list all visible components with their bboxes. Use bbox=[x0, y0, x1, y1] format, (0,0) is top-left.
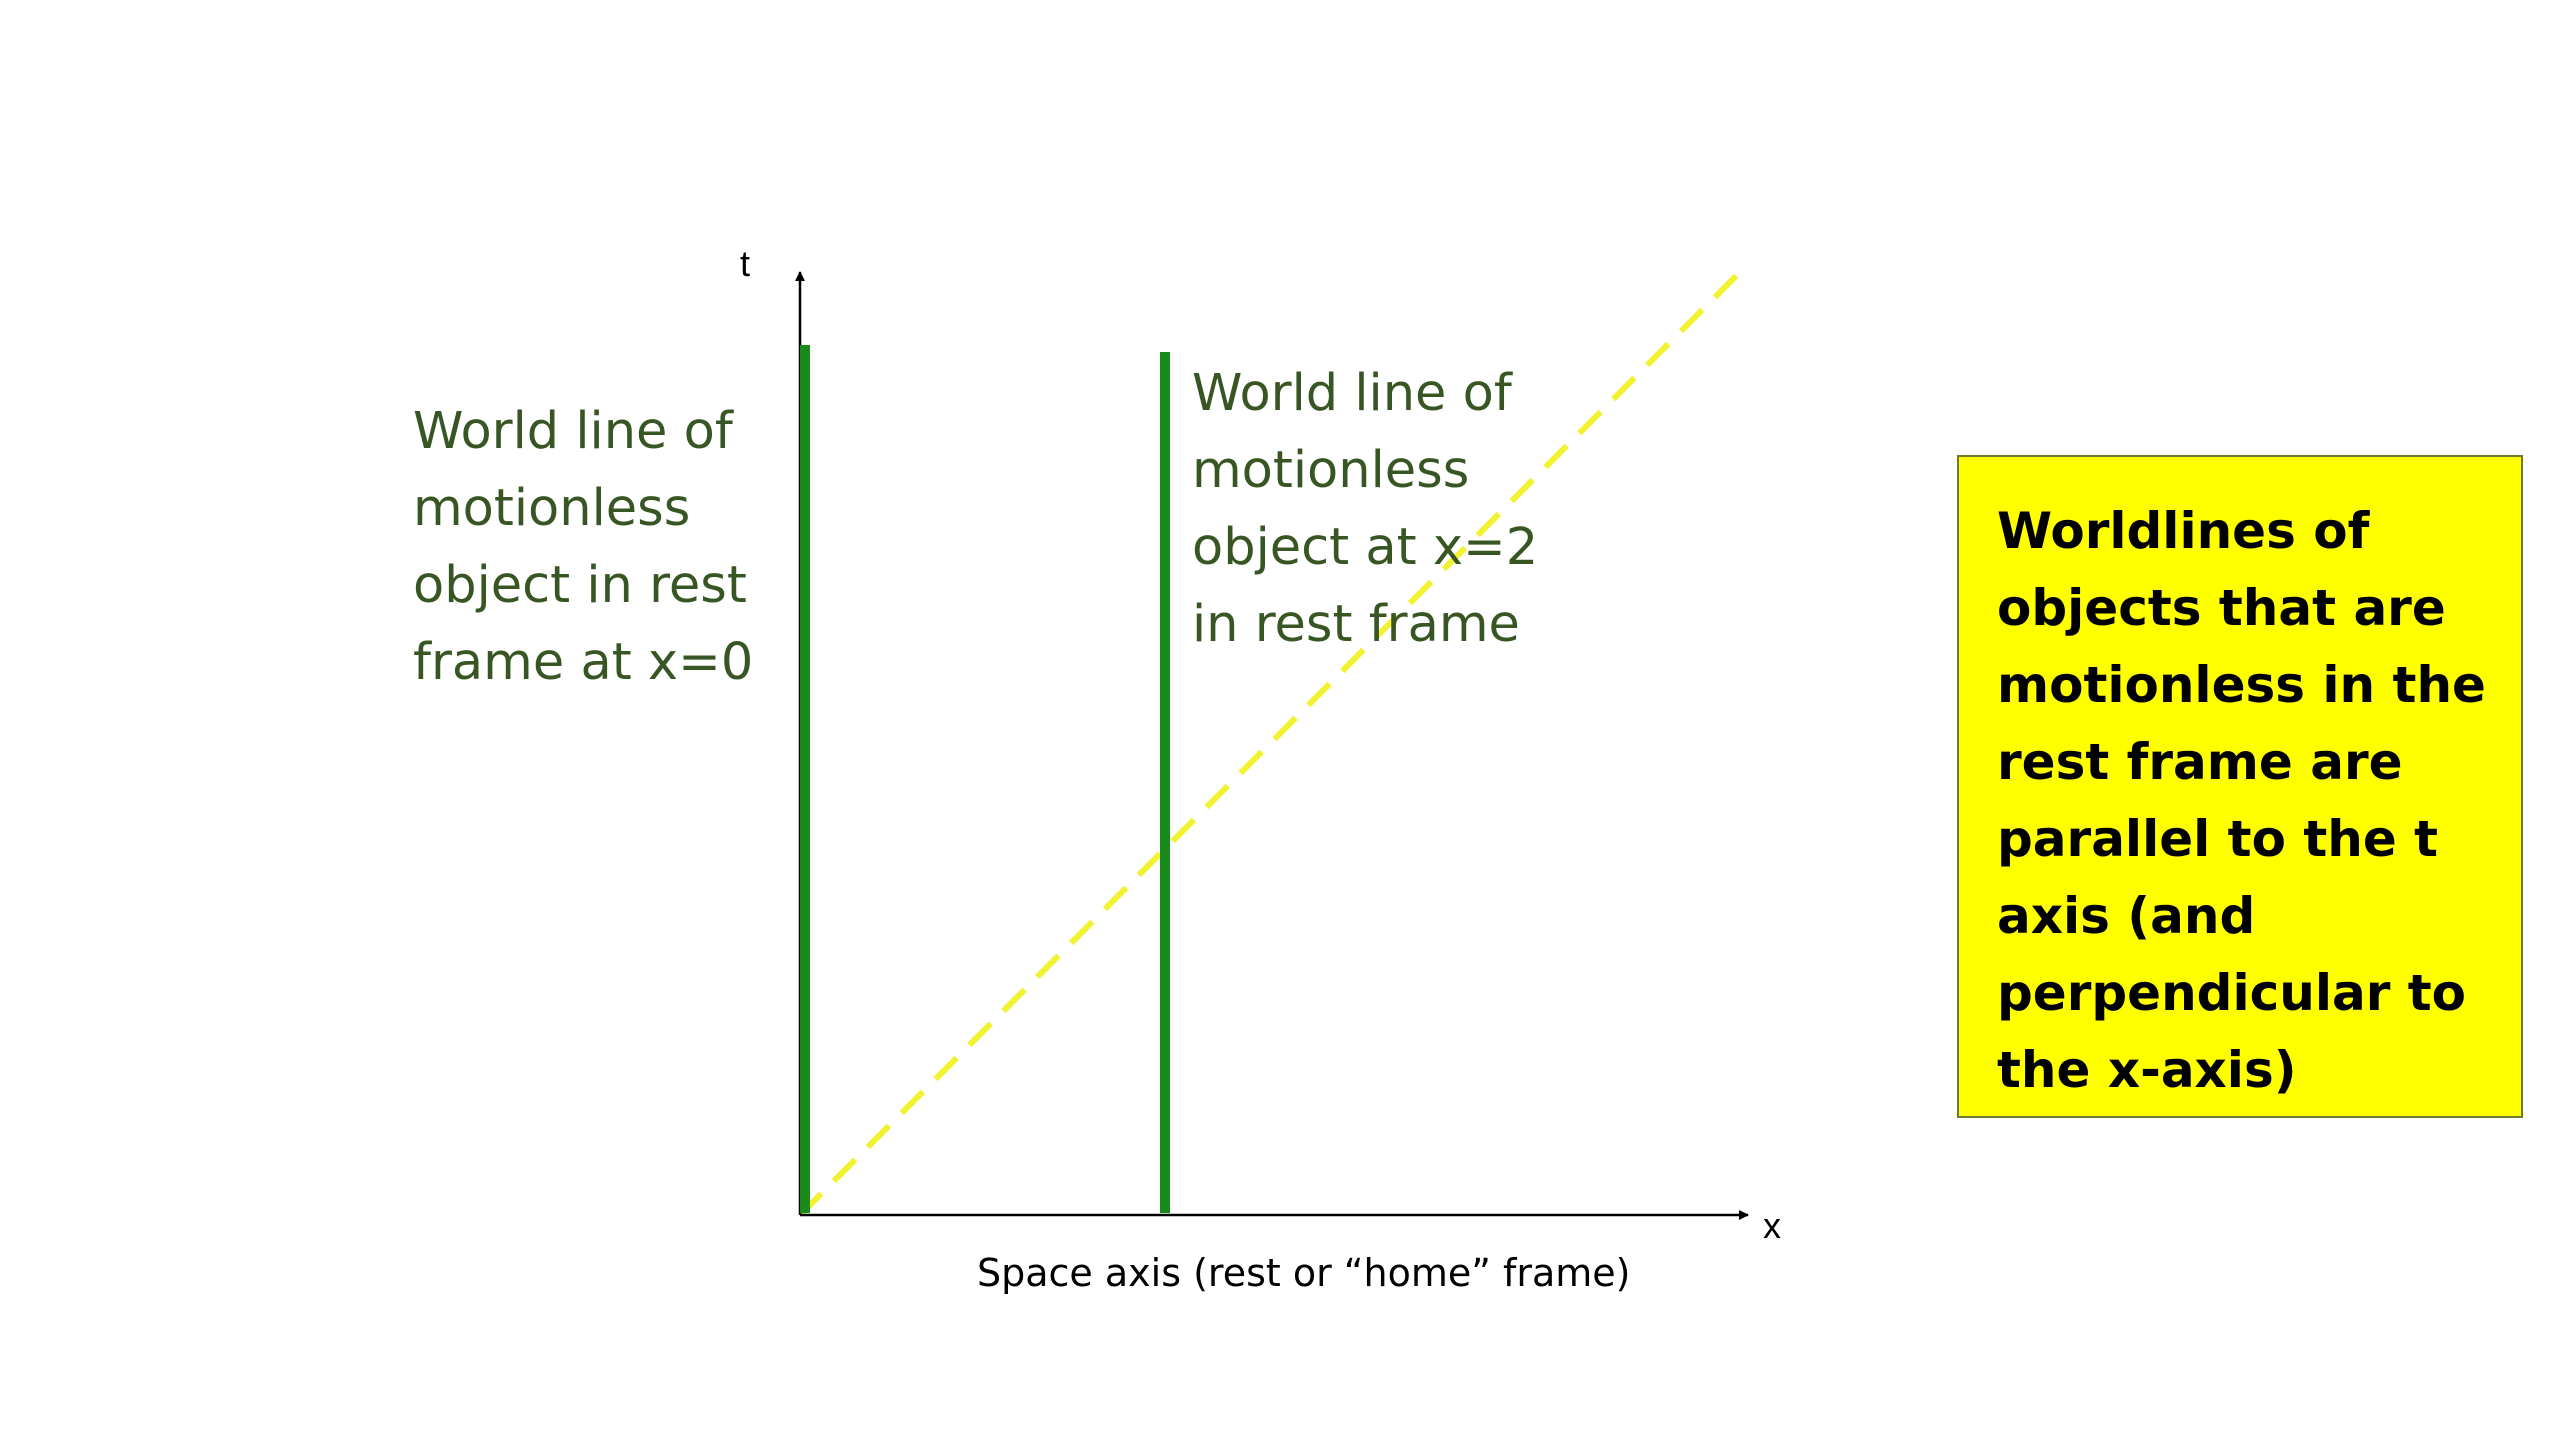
worldline-x2-label-line: motionless bbox=[1192, 441, 1470, 500]
note-line: rest frame are bbox=[1997, 733, 2403, 791]
worldline-x2-label-line: in rest frame bbox=[1192, 595, 1520, 654]
worldline-x0-label-line: object in rest bbox=[413, 556, 747, 615]
light-line bbox=[797, 267, 1745, 1218]
worldline-x2-label: World line of motionless object at x=2 i… bbox=[1192, 355, 1538, 663]
worldline-x2-label-line: object at x=2 bbox=[1192, 518, 1539, 577]
t-axis-label: t bbox=[740, 243, 751, 284]
note-line: objects that are bbox=[1997, 579, 2446, 637]
worldline-x2-label-line: World line of bbox=[1192, 364, 1512, 423]
worldline-x0-label-line: frame at x=0 bbox=[413, 633, 754, 692]
note-line: axis (and bbox=[1997, 887, 2256, 945]
x-axis-caption: Space axis (rest or “home” frame) bbox=[977, 1251, 1631, 1295]
worldline-x0-label-line: motionless bbox=[413, 479, 691, 538]
worldline-x0-label-line: World line of bbox=[413, 402, 733, 461]
note-line: parallel to the t bbox=[1997, 810, 2439, 868]
note-line: motionless in the bbox=[1997, 656, 2486, 714]
worldline-x0-label: World line of motionless object in rest … bbox=[413, 393, 753, 701]
note-line: Worldlines of bbox=[1997, 502, 2370, 560]
x-axis-label: x bbox=[1763, 1205, 1781, 1246]
explanation-note: Worldlines of objects that are motionles… bbox=[1957, 455, 2523, 1118]
note-line: the x-axis) bbox=[1997, 1041, 2297, 1099]
note-line: perpendicular to bbox=[1997, 964, 2467, 1022]
